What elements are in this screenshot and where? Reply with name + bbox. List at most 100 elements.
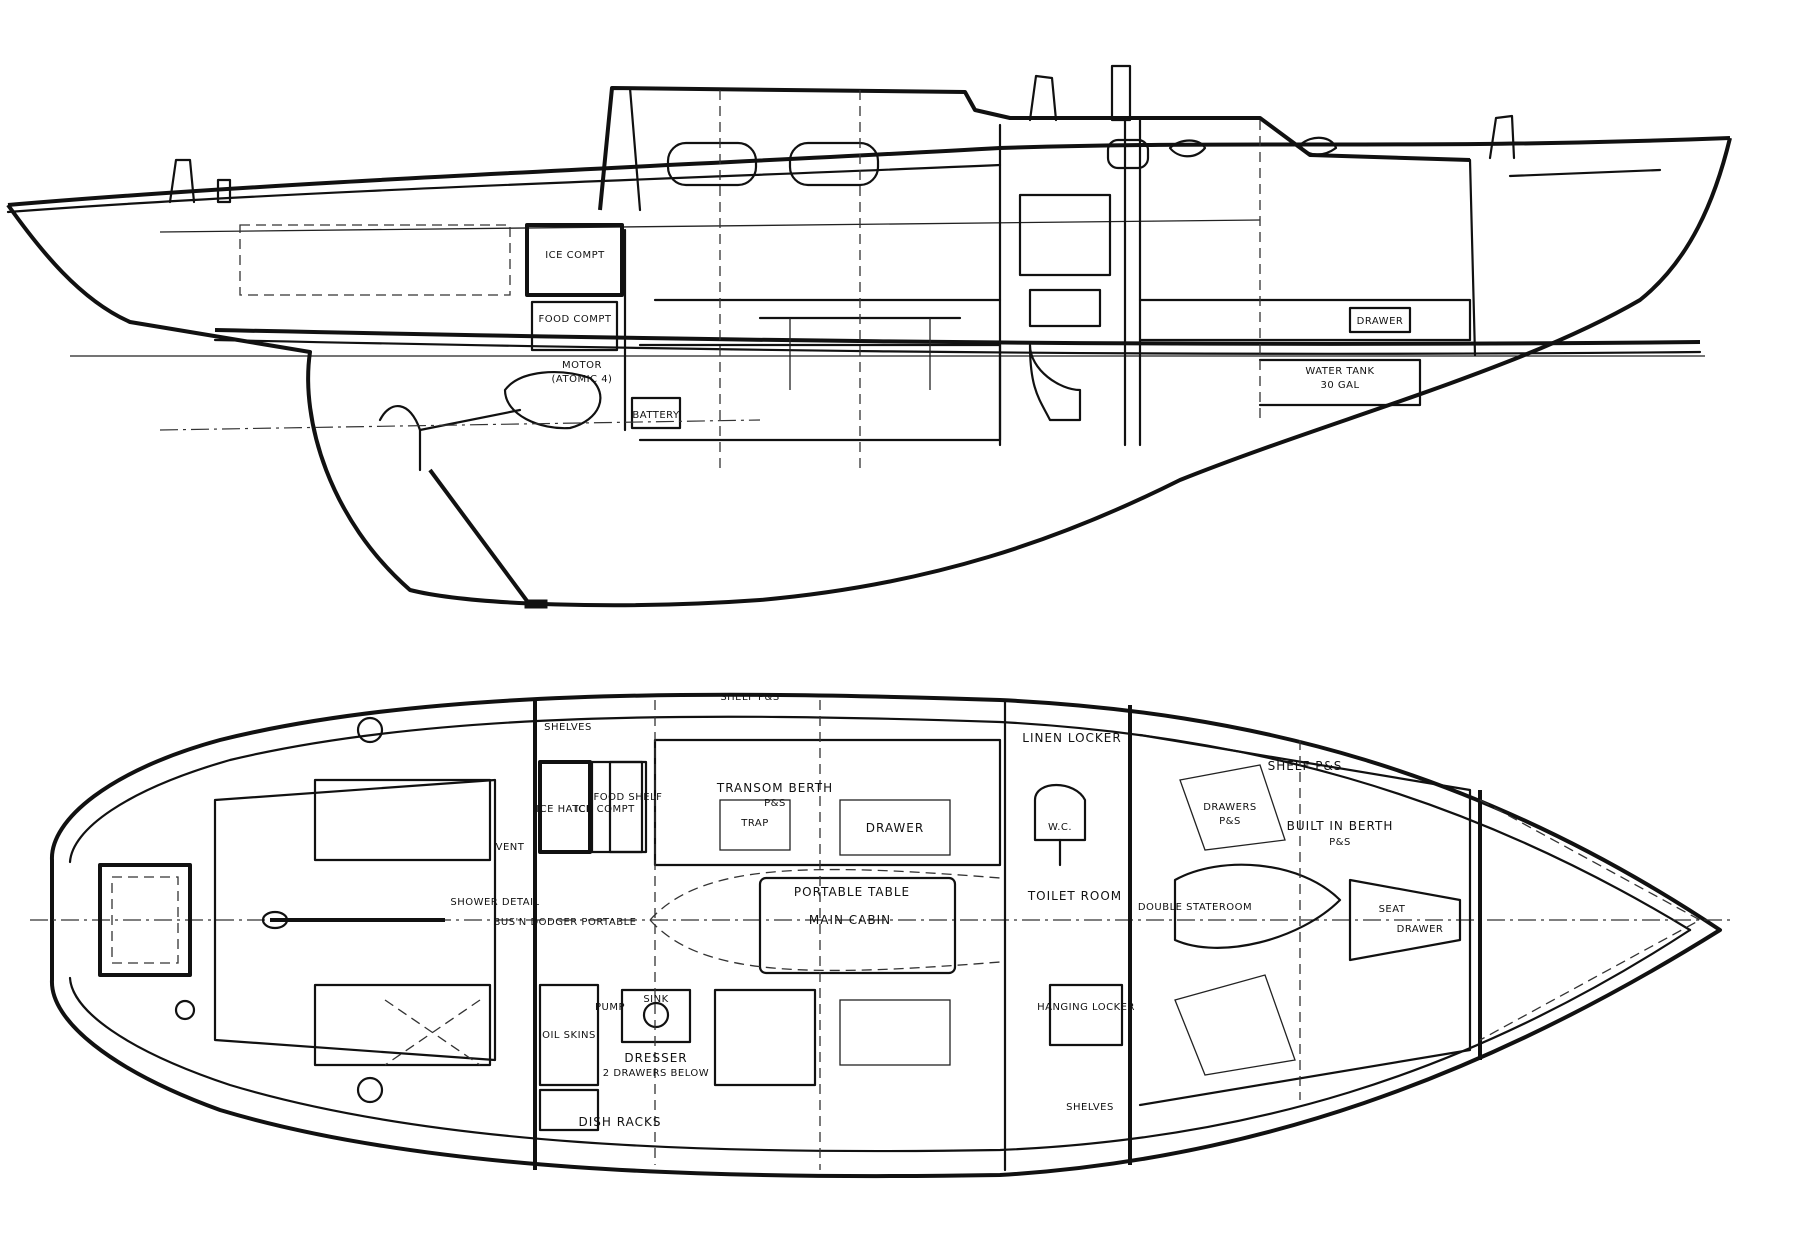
label-transom-berth: TRANSOM BERTH [716, 781, 833, 795]
label-trap: TRAP [740, 818, 769, 829]
label-pump: PUMP [595, 1002, 625, 1013]
label-motor-model: (ATOMIC 4) [552, 374, 613, 385]
label-drawers: DRAWERS [1203, 802, 1257, 813]
tiller-head [261, 910, 289, 930]
label-vent-detail: SHOWER DETAIL [450, 897, 539, 908]
cowl-vent [1028, 74, 1058, 122]
hanging-locker-box [1048, 983, 1124, 1047]
label-vent: VENT [496, 842, 525, 853]
food-compt-box [530, 300, 619, 352]
rudder-heel [524, 599, 548, 609]
label-transom-berth-ps: P&S [764, 798, 786, 809]
label-bus-dodger: BUS'N DODGER PORTABLE [494, 917, 637, 928]
settee-stbd-box [713, 988, 817, 1087]
label-food-compt: FOOD COMPT [539, 314, 612, 325]
berth-fwd [1138, 298, 1472, 342]
label-dresser-note: 2 DRAWERS BELOW [603, 1068, 709, 1079]
drawer-port [839, 799, 951, 856]
bow-cowl-vent [1488, 114, 1516, 160]
transom-berth [653, 738, 1002, 867]
fwd-stateroom-outline [1138, 733, 1472, 1107]
label-ice-hatch: ICE HATCH [536, 804, 594, 815]
ice-compt-box [525, 223, 624, 297]
plan-inner-deck-stbd [68, 928, 1692, 1153]
fwd-seat [1348, 878, 1462, 962]
fwd-peak-lines [1479, 799, 1702, 1041]
cockpit [213, 778, 497, 1062]
label-portable-table: PORTABLE TABLE [794, 885, 910, 899]
toilet [1028, 343, 1082, 422]
cabin-house [598, 86, 1471, 211]
label-sink: SINK [643, 994, 668, 1005]
label-wc: W.C. [1048, 822, 1072, 833]
plan-view: SHELVES SHELF P&S LINEN LOCKER SHELF P&S… [30, 692, 1730, 1179]
stove-stack [1110, 64, 1132, 122]
drawer-fwd-port [1179, 764, 1286, 851]
label-motor: MOTOR [562, 360, 602, 371]
deck-vent-fwd [1298, 136, 1338, 156]
label-dresser: DRESSER [624, 1051, 687, 1065]
sink-bowl [642, 1001, 670, 1029]
label-dish-racks: DISH RACKS [579, 1115, 662, 1129]
battery-box [630, 396, 682, 430]
label-ice-compt-plan: ICE COMPT [575, 804, 635, 815]
sheer-line [7, 136, 1731, 207]
bulkhead-fwd [1468, 158, 1477, 357]
cockpit-seat-stbd [313, 983, 492, 1067]
companionway [628, 86, 642, 212]
cockpit-well [239, 224, 511, 296]
label-ice-compt: ICE COMPT [545, 250, 605, 261]
drawer-fwd-stbd [1174, 974, 1296, 1076]
propeller [378, 404, 422, 472]
dish-racks-box [538, 1088, 600, 1132]
shaft-centerline [159, 419, 761, 431]
food-shelf-box [608, 760, 648, 854]
drawer-box [1348, 306, 1412, 334]
label-toilet-room: TOILET ROOM [1027, 889, 1122, 903]
label-drawer-port: DRAWER [866, 821, 924, 835]
profile-view: ICE COMPT FOOD COMPT MOTOR (ATOMIC 4) BA… [6, 64, 1732, 609]
label-shelf-fwd: SHELF P&S [1268, 759, 1343, 773]
label-shelf-port: SHELF P&S [720, 692, 779, 703]
cockpit-seat-port [313, 778, 492, 862]
wc-toilet [1033, 783, 1087, 842]
drawer-stbd [839, 999, 951, 1066]
winch-port [356, 716, 384, 744]
plan-inner-deck-port [68, 715, 1692, 932]
sink-cabinet [1028, 288, 1102, 328]
label-linen-locker: LINEN LOCKER [1022, 731, 1121, 745]
plan-hull-outline [49, 692, 1722, 1179]
label-battery: BATTERY [632, 410, 680, 421]
winch-stbd [356, 1076, 384, 1104]
label-water-tank-capacity: 30 GAL [1320, 380, 1359, 391]
label-built-in-berth: BUILT IN BERTH [1287, 819, 1394, 833]
stern-winch [216, 178, 232, 204]
label-built-in-berth-ps: P&S [1329, 837, 1351, 848]
oil-skins-locker [538, 983, 600, 1087]
deck-vent-aft [1168, 139, 1207, 158]
hull-outline [6, 137, 1732, 608]
label-seat: SEAT [1379, 904, 1406, 915]
label-drawers-ps: P&S [1219, 816, 1241, 827]
label-drawer-profile: DRAWER [1357, 316, 1404, 327]
label-food-shelf: FOOD SHELF [594, 792, 663, 803]
rudder-stock [428, 468, 532, 607]
label-hanging-locker: HANGING LOCKER [1037, 1002, 1135, 1013]
sink-box [620, 988, 692, 1044]
portlight-1 [666, 141, 758, 187]
cockpit-hatch-x [384, 999, 481, 1066]
trap-hatch [719, 799, 791, 851]
lazarette-hatch-inner [111, 876, 179, 964]
cabin-sole-outline [649, 868, 1001, 972]
label-water-tank: WATER TANK [1305, 366, 1374, 377]
stern-cleat [174, 999, 196, 1021]
label-drawer-fwd: DRAWER [1397, 924, 1444, 935]
label-oil-skins: OIL SKINS [542, 1030, 596, 1041]
settee-base [638, 343, 1002, 442]
double-berth [1173, 863, 1342, 949]
water-tank-box [1258, 358, 1422, 407]
locker-door [1018, 193, 1112, 277]
label-double-stateroom: DOUBLE STATEROOM [1138, 902, 1252, 913]
label-shelves-aft: SHELVES [544, 722, 592, 733]
